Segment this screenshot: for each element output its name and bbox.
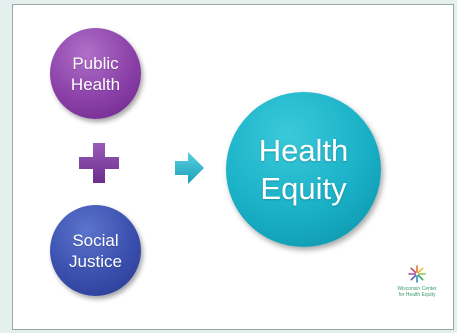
diagram-card: Public Health Social Justice Healt xyxy=(12,4,454,330)
arrow-right-icon xyxy=(175,152,204,184)
logo-text-line2: for Health Equity xyxy=(398,292,436,298)
health-equity-line2: Equity xyxy=(260,170,347,206)
public-health-label: Public Health xyxy=(71,53,120,95)
social-justice-line1: Social xyxy=(72,230,119,250)
logo-text-line1: Wisconsin Center xyxy=(397,286,437,292)
health-equity-circle: Health Equity xyxy=(226,92,381,247)
health-equity-label: Health Equity xyxy=(259,132,349,208)
public-health-circle: Public Health xyxy=(50,28,141,119)
social-justice-circle: Social Justice xyxy=(50,205,141,296)
wcfhe-logo: Wisconsin Center for Health Equity xyxy=(383,265,451,310)
public-health-line2: Health xyxy=(70,74,121,94)
plus-icon xyxy=(79,143,119,183)
health-equity-line1: Health xyxy=(258,132,349,168)
starburst-logo-icon xyxy=(408,265,426,283)
social-justice-line2: Justice xyxy=(69,251,122,271)
logo-text: Wisconsin Center for Health Equity xyxy=(383,286,451,298)
social-justice-label: Social Justice xyxy=(69,230,122,272)
public-health-line1: Public xyxy=(72,53,119,73)
